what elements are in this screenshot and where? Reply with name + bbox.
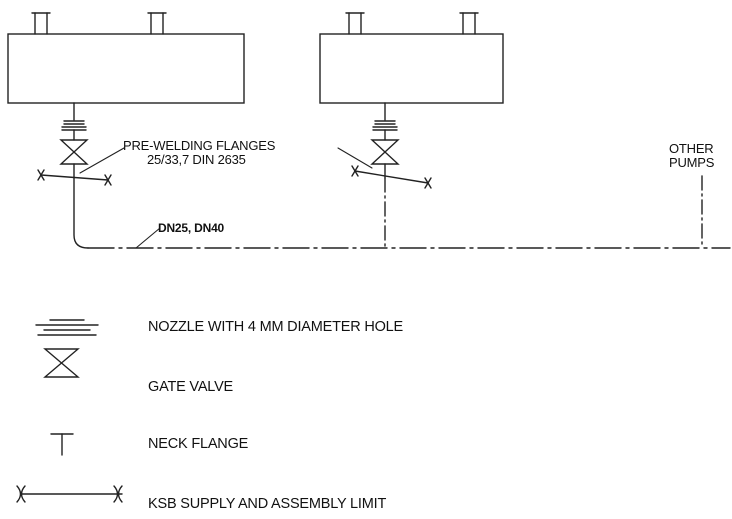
legend-gate-valve-symbol <box>43 348 80 378</box>
other-pumps-label-line2: PUMPS <box>669 155 715 170</box>
pump-1-supply-limit <box>37 169 112 186</box>
legend-neck-flange-symbol <box>50 433 74 456</box>
leader-line-pipe-size <box>135 227 161 249</box>
pump-1 <box>7 12 245 249</box>
pump-1-neck-flange-left <box>31 12 51 35</box>
pipe-size-label: DN25, DN40 <box>158 221 225 235</box>
pump-2-nozzle <box>372 120 398 131</box>
legend-nozzle-text: NOZZLE WITH 4 MM DIAMETER HOLE <box>148 319 404 335</box>
pump-2-neck-flange-left <box>345 12 365 35</box>
legend-neck-flange-text: NECK FLANGE <box>148 436 249 452</box>
pump-2-supply-limit <box>351 165 432 189</box>
leader-line-flange-1 <box>79 147 125 174</box>
leader-line-flange-2 <box>337 147 373 169</box>
pre-welding-flanges-label: PRE-WELDING FLANGES <box>123 138 276 153</box>
pump-2 <box>319 12 504 189</box>
legend-supply-limit-text: KSB SUPPLY AND ASSEMBLY LIMIT <box>148 496 387 512</box>
pump-1-body <box>7 33 245 104</box>
legend-nozzle-symbol <box>35 319 99 336</box>
pump-1-neck-flange-right <box>147 12 167 35</box>
pump-2-gate-valve <box>370 139 400 165</box>
pump-1-gate-valve <box>59 139 89 165</box>
legend-supply-limit-symbol <box>16 485 123 503</box>
pump-2-neck-flange-right <box>459 12 479 35</box>
flange-spec-label: 25/33,7 DIN 2635 <box>147 152 246 167</box>
pump-2-body <box>319 33 504 104</box>
pump-1-nozzle <box>61 120 87 131</box>
other-pumps-label-line1: OTHER <box>669 141 714 156</box>
legend-gate-valve-text: GATE VALVE <box>148 379 234 395</box>
